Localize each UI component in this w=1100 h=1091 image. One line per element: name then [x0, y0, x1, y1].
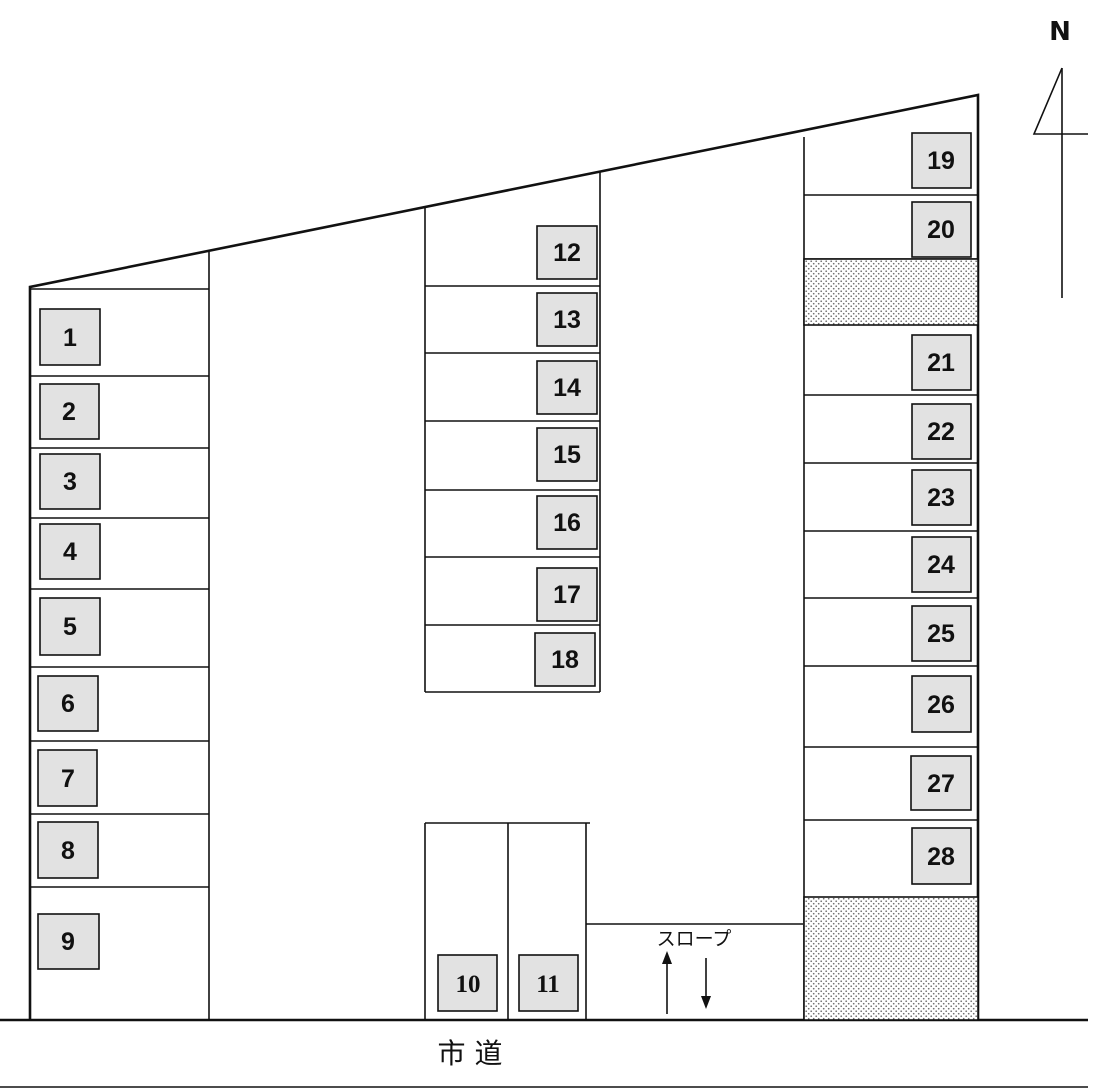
- svg-text:28: 28: [927, 843, 955, 871]
- svg-text:21: 21: [927, 349, 955, 377]
- svg-text:26: 26: [927, 691, 955, 719]
- lot-24: 24: [911, 536, 972, 593]
- svg-text:23: 23: [927, 484, 955, 512]
- north-arrow: N: [1032, 17, 1088, 298]
- lot-7: 7: [37, 749, 98, 807]
- svg-text:12: 12: [553, 239, 581, 267]
- hatched-area-south: [803, 896, 979, 1021]
- lot-28: 28: [911, 827, 972, 885]
- lot-18: 18: [534, 632, 596, 687]
- svg-text:19: 19: [927, 147, 955, 175]
- svg-text:2: 2: [62, 398, 76, 426]
- svg-text:18: 18: [551, 646, 579, 674]
- lot-14: 14: [536, 360, 598, 415]
- lot-5: 5: [39, 597, 101, 656]
- lot-9: 9: [37, 913, 100, 970]
- svg-text:5: 5: [63, 613, 77, 641]
- svg-text:27: 27: [927, 770, 955, 798]
- lot-26: 26: [911, 675, 972, 733]
- down-arrow-head-icon: [701, 996, 711, 1009]
- lot-22: 22: [911, 403, 972, 460]
- lot-8: 8: [37, 821, 99, 879]
- lot-20: 20: [911, 201, 972, 258]
- lot-1: 1: [39, 308, 101, 366]
- svg-text:22: 22: [927, 418, 955, 446]
- svg-text:13: 13: [553, 306, 581, 334]
- svg-text:15: 15: [553, 441, 581, 469]
- lot-25: 25: [911, 605, 972, 662]
- slope-label: スロープ: [657, 928, 732, 950]
- lot-23: 23: [911, 469, 972, 526]
- center-parking-block: [424, 172, 601, 693]
- lot-21: 21: [911, 334, 972, 391]
- lot-2: 2: [39, 383, 100, 440]
- svg-text:10: 10: [456, 971, 481, 998]
- up-arrow-head-icon: [662, 951, 672, 964]
- lot-17: 17: [536, 567, 598, 622]
- svg-text:4: 4: [63, 538, 77, 566]
- slope-area: スロープ: [586, 923, 803, 1014]
- east-parking-row: [803, 137, 979, 1021]
- svg-text:8: 8: [61, 837, 75, 865]
- property-boundary: [28, 93, 980, 1020]
- lot-16: 16: [536, 495, 598, 550]
- lot-markers: 1 2 3 4 5 6 7 8 9 10 11 12 13 14 15 16 1…: [37, 132, 972, 1012]
- svg-text:7: 7: [61, 765, 75, 793]
- lot-13: 13: [536, 292, 598, 347]
- svg-text:9: 9: [61, 928, 75, 956]
- svg-text:11: 11: [536, 971, 560, 998]
- lot-19: 19: [911, 132, 972, 189]
- svg-text:20: 20: [927, 216, 955, 244]
- lot-3: 3: [39, 453, 101, 510]
- west-parking-row: [30, 252, 210, 1020]
- lot-27: 27: [910, 755, 972, 811]
- svg-text:3: 3: [63, 468, 77, 496]
- svg-text:16: 16: [553, 509, 581, 537]
- lot-11: 11: [518, 954, 579, 1012]
- svg-text:24: 24: [927, 551, 955, 579]
- lot-4: 4: [39, 523, 101, 580]
- svg-text:1: 1: [63, 324, 77, 352]
- lot-6: 6: [37, 675, 99, 732]
- north-label: N: [1049, 17, 1071, 47]
- lot-10: 10: [437, 954, 498, 1012]
- hatched-area-north: [803, 258, 979, 326]
- north-arrow-flag-icon: [1032, 67, 1088, 135]
- svg-text:25: 25: [927, 620, 955, 648]
- svg-text:17: 17: [553, 581, 581, 609]
- road-label: 市 道: [438, 1037, 503, 1070]
- lot-12: 12: [536, 225, 598, 280]
- south-parking-bays: [424, 822, 590, 1020]
- svg-text:6: 6: [61, 690, 75, 718]
- svg-text:14: 14: [553, 374, 581, 402]
- lot-15: 15: [536, 427, 598, 482]
